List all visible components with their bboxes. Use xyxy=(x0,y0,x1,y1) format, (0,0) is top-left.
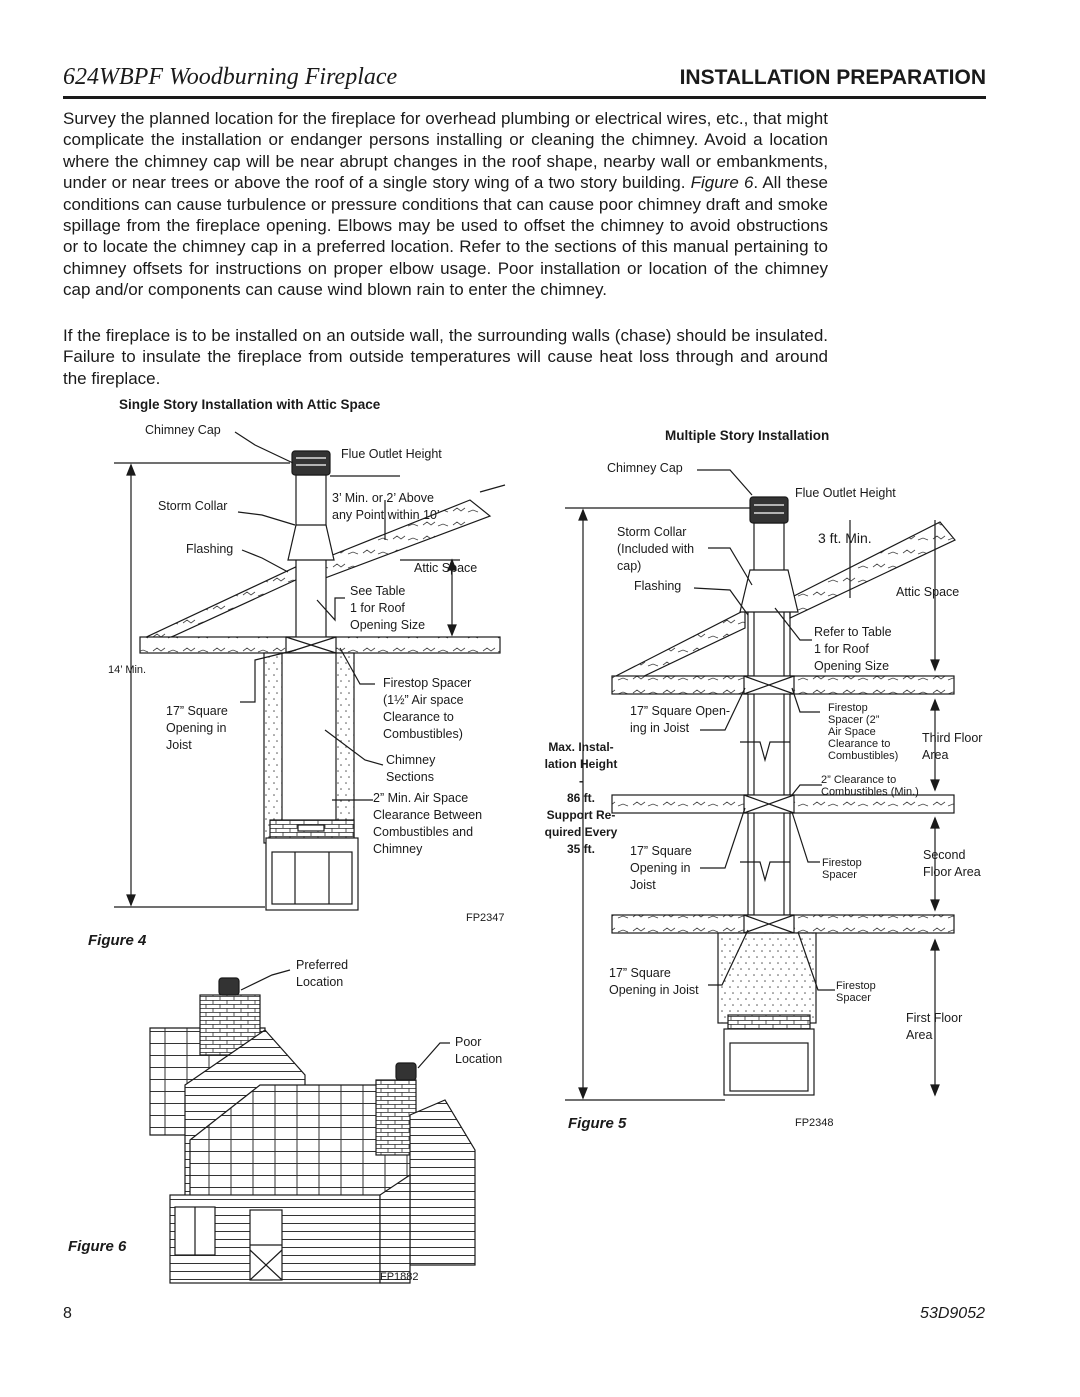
document-code: 53D9052 xyxy=(920,1305,985,1322)
figure5-title: Multiple Story Installation xyxy=(665,428,830,443)
fig4-firestop-label: Firestop Spacer (1½” Air space Clearance… xyxy=(383,676,472,741)
fig5-firestop-mid-label: Firestop Spacer xyxy=(822,857,862,881)
outside-wall-paragraph: If the fireplace is to be installed on a… xyxy=(63,326,828,388)
fig4-see-table-label: See Table 1 for Roof Opening Size xyxy=(350,584,426,632)
fig6-preferred-label: Preferred Location xyxy=(296,958,349,989)
fig5-code: FP2348 xyxy=(795,1117,834,1129)
figure4-label: Figure 4 xyxy=(88,932,147,949)
fig5-flashing-label: Flashing xyxy=(634,579,682,593)
figure5-drawing xyxy=(565,469,956,1101)
fig5-square-opening-mid-label: 17” Square Opening in Joist xyxy=(630,844,692,892)
figure5-label: Figure 5 xyxy=(568,1115,627,1132)
fig5-firestop-bot-label: Firestop Spacer xyxy=(836,980,876,1004)
page-header: 624WBPF Woodburning Fireplace INSTALLATI… xyxy=(63,64,986,99)
fig4-attic-space-label: Attic Space xyxy=(414,561,478,575)
figure6-label: Figure 6 xyxy=(68,1238,127,1255)
section-title: INSTALLATION PREPARATION xyxy=(679,66,986,89)
fig5-third-floor-label: Third Floor Area xyxy=(922,731,983,762)
fig5-clearance-label: 2” Clearance to Combustibles (Min.) xyxy=(821,774,919,798)
fig5-refer-table-label: Refer to Table 1 for Roof Opening Size xyxy=(814,625,892,673)
fig5-second-floor-label: Second Floor Area xyxy=(923,848,981,879)
fig5-three-ft-label: 3 ft. Min. xyxy=(818,530,872,546)
intro-paragraph: Survey the planned location for the fire… xyxy=(63,108,828,301)
figure4-drawing xyxy=(114,431,506,911)
fig5-firestop-top-label: Firestop Spacer (2” Air Space Clearance … xyxy=(828,702,899,762)
fig5-chimney-cap-label: Chimney Cap xyxy=(607,461,683,475)
fig5-storm-collar-label: Storm Collar (Included with cap) xyxy=(617,525,695,573)
fig5-square-opening-bot-label: 17” Square Opening in Joist xyxy=(609,966,699,997)
fig4-fourteen-min-label: 14’ Min. xyxy=(108,664,147,676)
fig4-air-space-label: 2” Min. Air Space Clearance Between Comb… xyxy=(373,791,483,856)
fig5-first-floor-label: First Floor Area xyxy=(906,1011,963,1042)
fig4-code: FP2347 xyxy=(466,912,505,924)
fig4-flue-outlet-label: Flue Outlet Height xyxy=(341,447,442,461)
fig4-chimney-cap-label: Chimney Cap xyxy=(145,423,221,437)
intro-text-b: . All these conditions can cause turbule… xyxy=(63,173,828,300)
figure4-title: Single Story Installation with Attic Spa… xyxy=(119,397,381,412)
fig5-flue-outlet-label: Flue Outlet Height xyxy=(795,486,896,500)
fig5-square-opening-top-label: 17” Square Open- ing in Joist xyxy=(630,704,731,735)
fig4-flashing-label: Flashing xyxy=(186,542,234,556)
intro-text-a: Survey the planned location for the fire… xyxy=(63,109,828,193)
fig5-max-height-label: Max. Instal- lation Height - 86 ft. Supp… xyxy=(544,740,618,856)
fig4-three-ft-label: 3’ Min. or 2’ Above any Point within 10’ xyxy=(332,491,440,522)
fig6-code: FP1882 xyxy=(380,1271,419,1283)
figure-reference: Figure 6 xyxy=(690,173,754,193)
fig6-poor-label: Poor Location xyxy=(455,1035,503,1066)
fig5-attic-space-label: Attic Space xyxy=(896,585,960,599)
fig4-square-opening-label: 17” Square Opening in Joist xyxy=(166,704,228,752)
page-number: 8 xyxy=(63,1305,72,1322)
fig4-chimney-sections-label: Chimney Sections xyxy=(386,753,436,784)
figure6-drawing xyxy=(149,969,476,1284)
fig4-storm-collar-label: Storm Collar xyxy=(158,499,228,513)
manual-title: 624WBPF Woodburning Fireplace xyxy=(63,64,398,90)
